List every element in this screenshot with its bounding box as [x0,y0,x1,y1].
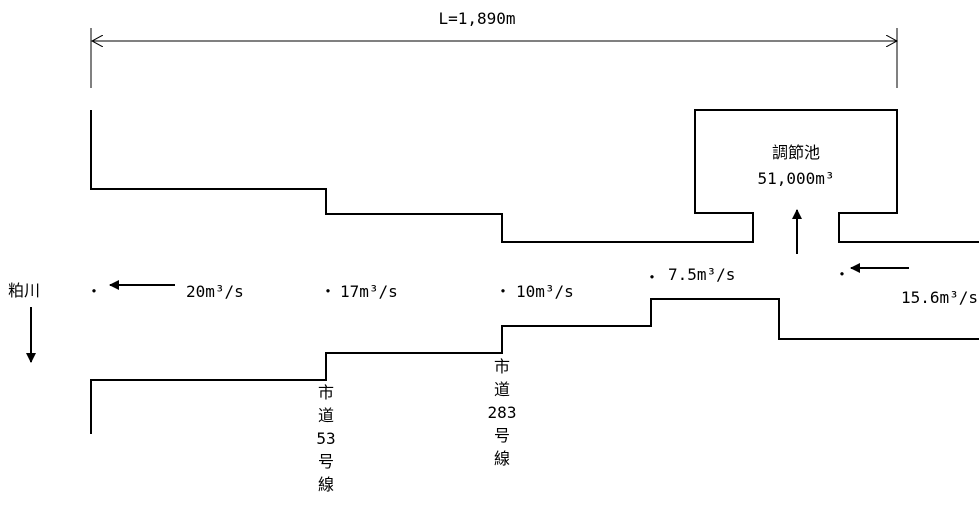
svg-text:市: 市 [494,357,510,376]
svg-text:線: 線 [494,449,510,468]
svg-text:市: 市 [318,383,334,402]
pond-volume: 51,000m³ [757,169,834,188]
length-label: L=1,890m [438,9,515,28]
flow-dot-3: ・ [495,282,511,301]
flow-value-1: 20m³/s [186,282,244,301]
flow-value-2: 17m³/s [340,282,398,301]
river-name: 粕川 [8,281,40,300]
flow-dot-1: ・ [86,282,102,301]
svg-text:号: 号 [494,426,510,445]
flow-value-4: 7.5m³/s [668,265,735,284]
svg-text:53: 53 [316,429,335,448]
flow-dot-5: ・ [834,265,850,284]
pond-name: 調節池 [772,143,820,162]
svg-text:道: 道 [318,406,334,425]
flow-dot-2: ・ [320,282,336,301]
flow-value-3: 10m³/s [516,282,574,301]
svg-text:道: 道 [494,380,510,399]
svg-text:号: 号 [318,452,334,471]
road-53-label: 市 道 53 号 線 [316,383,335,494]
svg-text:283: 283 [488,403,517,422]
svg-text:線: 線 [318,475,334,494]
road-283-label: 市 道 283 号 線 [488,357,517,468]
flow-dot-4: ・ [644,268,660,287]
upper-bank-line [90,109,979,243]
flow-value-5: 15.6m³/s [901,288,978,307]
lower-bank-line [90,298,979,434]
